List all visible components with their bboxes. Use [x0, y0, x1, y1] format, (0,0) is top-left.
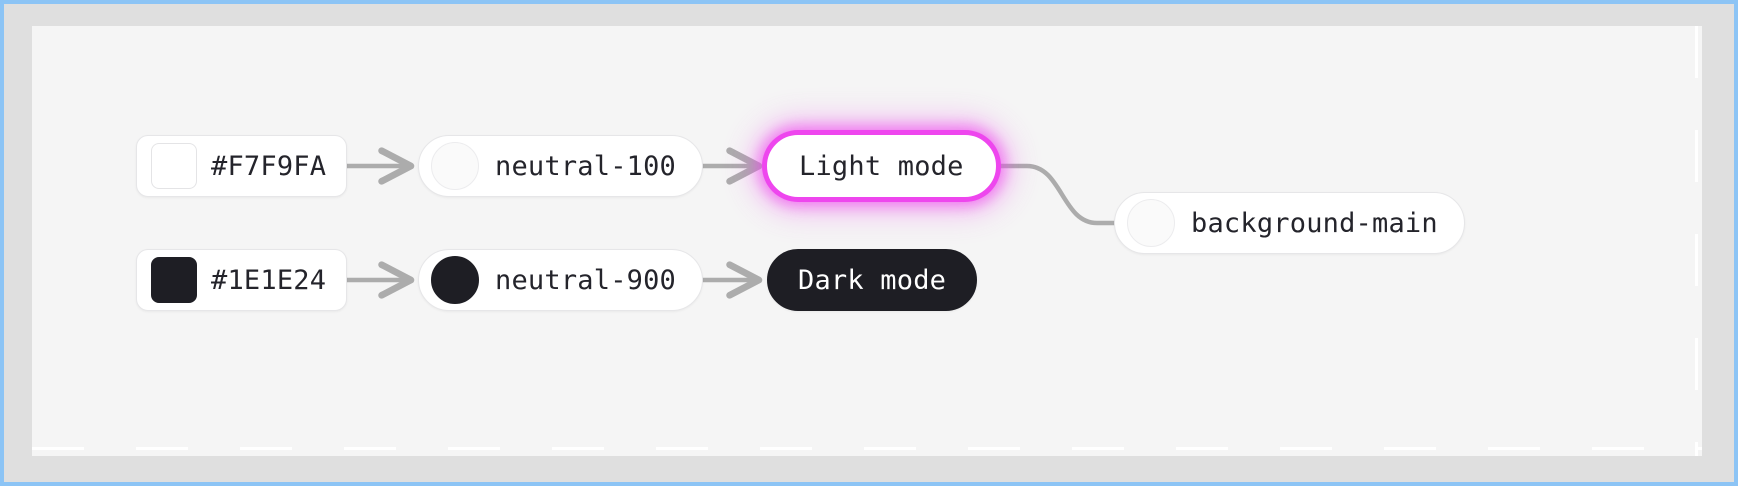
color-swatch-chip-icon: [151, 257, 197, 303]
color-swatch-label: #1E1E24: [211, 264, 327, 296]
token-label: background-main: [1191, 207, 1438, 239]
token-color-dot-icon: [431, 256, 479, 304]
graph-canvas[interactable]: #F7F9FA #1E1E24 neutral-100 neutral-900 …: [32, 26, 1702, 456]
node-mode-light[interactable]: Light mode: [767, 135, 996, 197]
color-swatch-chip-icon: [151, 143, 197, 189]
mode-label: Dark mode: [798, 264, 947, 296]
token-color-dot-icon: [1127, 199, 1175, 247]
canvas-bottom-rule: [32, 447, 1702, 450]
node-color-swatch-light[interactable]: #F7F9FA: [136, 135, 348, 197]
canvas-right-rule: [1695, 26, 1698, 456]
token-label: neutral-900: [495, 264, 677, 296]
node-color-swatch-dark[interactable]: #1E1E24: [136, 249, 348, 311]
token-color-dot-icon: [431, 142, 479, 190]
node-token-neutral-900[interactable]: neutral-900: [418, 249, 704, 311]
mode-label: Light mode: [799, 150, 964, 182]
node-token-background-main[interactable]: background-main: [1114, 192, 1465, 254]
node-graph: #F7F9FA #1E1E24 neutral-100 neutral-900 …: [32, 26, 1702, 456]
color-swatch-label: #F7F9FA: [211, 150, 327, 182]
node-token-neutral-100[interactable]: neutral-100: [418, 135, 704, 197]
node-mode-dark[interactable]: Dark mode: [767, 249, 978, 311]
token-label: neutral-100: [495, 150, 677, 182]
